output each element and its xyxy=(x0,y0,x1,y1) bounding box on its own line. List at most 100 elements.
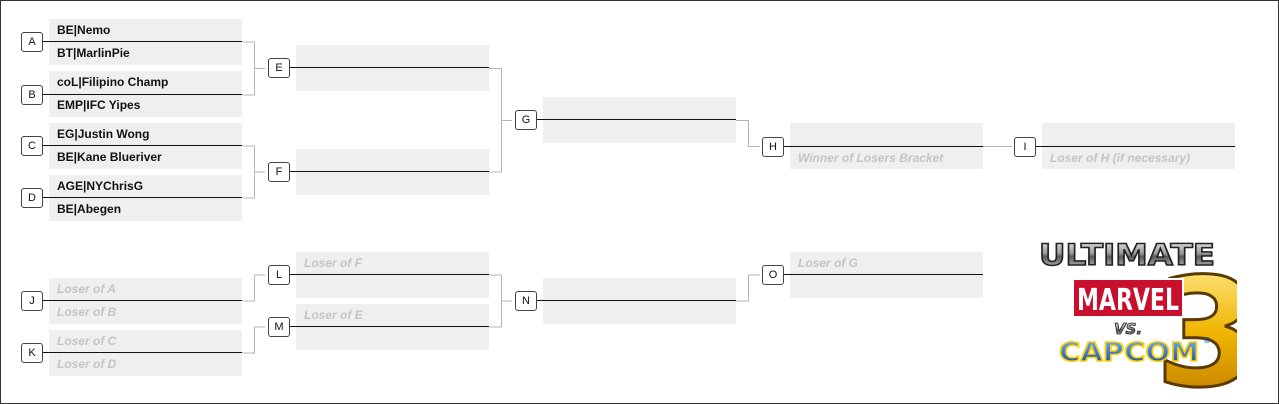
logo-capcom: CAPCOM xyxy=(1059,338,1199,368)
match-a-lead-line xyxy=(42,41,49,42)
logo-marvel: MARVEL xyxy=(1077,283,1179,318)
match-c-badge[interactable]: C xyxy=(21,136,43,156)
match-h-divider xyxy=(790,146,983,147)
match-g-divider xyxy=(543,119,736,120)
match-i-slot-1[interactable] xyxy=(1042,123,1050,145)
match-l-slot-2[interactable] xyxy=(296,275,304,297)
match-f-badge[interactable]: F xyxy=(268,162,290,182)
match-a-slot-2[interactable]: BT|MarlinPie xyxy=(57,46,130,60)
match-o xyxy=(790,252,983,298)
match-d-lead-line xyxy=(42,197,49,198)
match-h-lead-line xyxy=(783,146,790,147)
logo-numeral: 3 xyxy=(1155,247,1237,391)
match-e-slot-2[interactable] xyxy=(296,68,304,90)
match-f-lead-line xyxy=(289,171,296,172)
match-k-slot-2[interactable]: Loser of D xyxy=(57,357,117,371)
match-k-badge[interactable]: K xyxy=(21,343,43,363)
match-l xyxy=(296,252,489,298)
connector-l-m-n xyxy=(489,274,512,328)
match-f xyxy=(296,149,489,195)
match-n-slot-2[interactable] xyxy=(543,301,551,323)
connector-a-b-e xyxy=(242,41,265,96)
logo-vs: VS. xyxy=(1114,320,1142,338)
match-h-slot-2[interactable]: Winner of Losers Bracket xyxy=(798,151,944,165)
match-d-slot-2[interactable]: BE|Abegen xyxy=(57,202,122,216)
match-m-lead-line xyxy=(289,326,296,327)
match-e-lead-line xyxy=(289,67,296,68)
match-a-badge[interactable]: A xyxy=(21,32,43,52)
match-o-slot-1[interactable]: Loser of G xyxy=(798,256,859,270)
match-o-badge[interactable]: O xyxy=(762,265,784,285)
match-i-badge[interactable]: I xyxy=(1014,137,1036,157)
match-i-divider xyxy=(1042,146,1235,147)
logo-ultimate: ULTIMATE xyxy=(1039,238,1215,272)
match-n-badge[interactable]: N xyxy=(515,291,537,311)
match-o-slot-2[interactable] xyxy=(790,275,798,297)
match-b-badge[interactable]: B xyxy=(21,85,43,105)
connector-k-m xyxy=(242,326,265,354)
match-l-divider xyxy=(296,274,489,275)
match-m-badge[interactable]: M xyxy=(268,317,290,337)
match-g-slot-1[interactable] xyxy=(543,97,551,119)
match-d-slot-1[interactable]: AGE|NYChrisG xyxy=(57,179,144,193)
match-h-badge[interactable]: H xyxy=(762,137,784,157)
connector-j-l xyxy=(242,274,265,302)
match-j-badge[interactable]: J xyxy=(21,291,43,311)
match-l-slot-1[interactable]: Loser of F xyxy=(304,256,363,270)
match-l-lead-line xyxy=(289,274,296,275)
match-j-slot-2[interactable]: Loser of B xyxy=(57,305,117,319)
connector-n-o xyxy=(736,274,760,302)
match-k xyxy=(49,330,242,376)
match-g-lead-line xyxy=(536,119,543,120)
match-n xyxy=(543,278,736,324)
match-g-badge[interactable]: G xyxy=(515,110,537,130)
match-a-slot-1[interactable]: BE|Nemo xyxy=(57,23,111,37)
match-e xyxy=(296,45,489,91)
match-b-lead-line xyxy=(42,94,49,95)
match-k-divider xyxy=(49,352,242,353)
match-j-divider xyxy=(49,300,242,301)
match-c xyxy=(49,123,242,169)
match-l-badge[interactable]: L xyxy=(268,265,290,285)
match-f-slot-1[interactable] xyxy=(296,149,304,171)
match-f-slot-2[interactable] xyxy=(296,172,304,194)
match-c-slot-2[interactable]: BE|Kane Blueriver xyxy=(57,150,162,164)
match-d-divider xyxy=(49,197,242,198)
match-m-slot-1[interactable]: Loser of E xyxy=(304,308,363,322)
match-n-lead-line xyxy=(536,300,543,301)
match-k-slot-1[interactable]: Loser of C xyxy=(57,334,117,348)
match-h-slot-1[interactable] xyxy=(790,123,798,145)
match-k-lead-line xyxy=(42,352,49,353)
match-m-slot-2[interactable] xyxy=(296,327,304,349)
match-d xyxy=(49,175,242,221)
match-j-lead-line xyxy=(42,300,49,301)
match-n-slot-1[interactable] xyxy=(543,278,551,300)
match-j xyxy=(49,278,242,324)
match-e-badge[interactable]: E xyxy=(268,58,290,78)
match-b-slot-2[interactable]: EMP|IFC Yipes xyxy=(57,98,141,112)
match-i-slot-2[interactable]: Loser of H (if necessary) xyxy=(1050,151,1191,165)
match-b-slot-1[interactable]: coL|Filipino Champ xyxy=(57,75,169,89)
match-j-slot-1[interactable]: Loser of A xyxy=(57,282,116,296)
match-c-divider xyxy=(49,145,242,146)
match-d-badge[interactable]: D xyxy=(21,188,43,208)
logo-registered-mark: ® xyxy=(1203,336,1211,345)
match-m xyxy=(296,304,489,350)
match-c-lead-line xyxy=(42,145,49,146)
match-g xyxy=(543,97,736,143)
match-f-divider xyxy=(296,171,489,172)
match-m-divider xyxy=(296,326,489,327)
match-g-slot-2[interactable] xyxy=(543,120,551,142)
match-o-lead-line xyxy=(783,274,790,275)
logo-marvel-plate xyxy=(1072,278,1184,318)
match-e-slot-1[interactable] xyxy=(296,45,304,67)
umvc3-logo: 3 ULTIMATE MARVEL VS. CAPCOM ® xyxy=(1038,237,1237,391)
match-o-divider xyxy=(790,274,983,275)
connector-e-f-g xyxy=(489,68,512,173)
match-i-lead-line xyxy=(1035,146,1042,147)
match-c-slot-1[interactable]: EG|Justin Wong xyxy=(57,127,150,141)
match-e-divider xyxy=(296,67,489,68)
connector-c-d-f xyxy=(242,145,265,199)
